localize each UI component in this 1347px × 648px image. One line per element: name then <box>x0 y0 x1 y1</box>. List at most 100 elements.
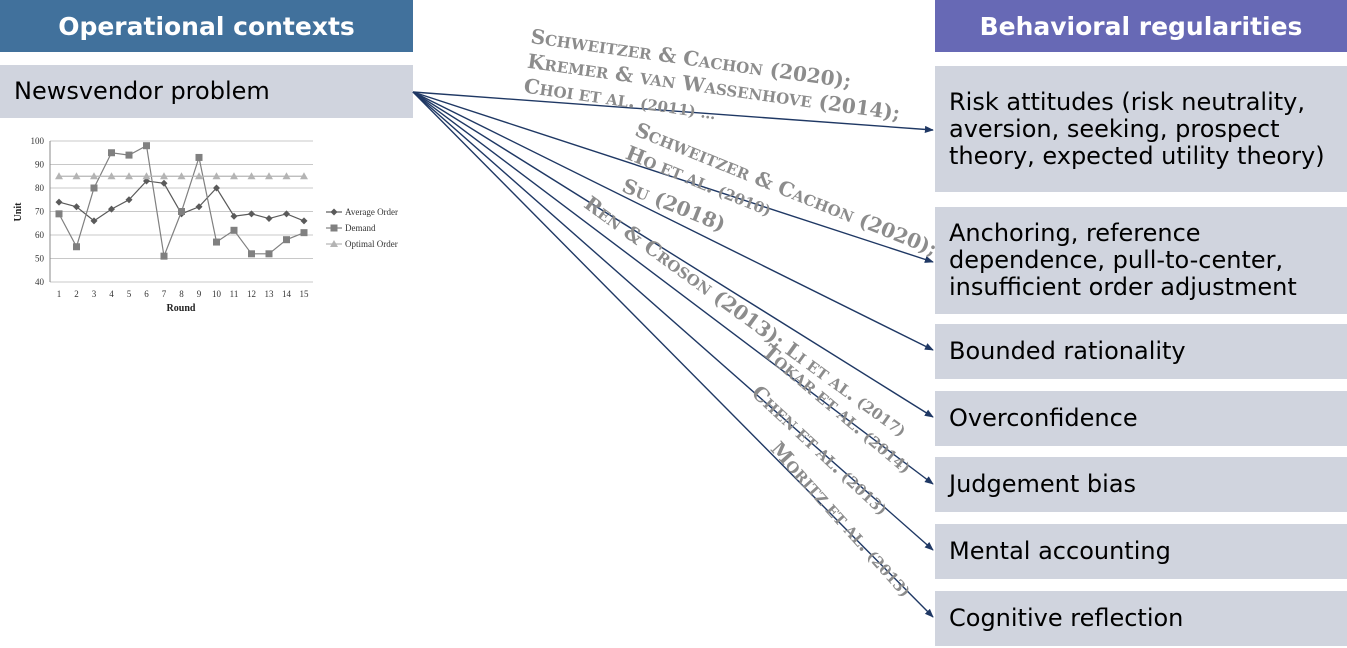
legend-label: Optimal Order <box>345 239 398 249</box>
data-point <box>160 179 168 187</box>
data-point <box>107 172 116 180</box>
x-tick-label: 10 <box>212 289 222 299</box>
citation-segment: (2014); <box>810 89 901 125</box>
regularity-label: Mental accounting <box>949 537 1171 565</box>
data-point <box>282 172 291 180</box>
data-point <box>55 210 63 218</box>
y-tick-label: 80 <box>35 183 45 193</box>
x-tick-label: 3 <box>92 289 97 299</box>
data-point <box>72 172 81 180</box>
regularity-label: Overconfidence <box>949 404 1138 432</box>
citation-segment: (2014) <box>855 424 913 477</box>
citation-segment: REMER <box>543 56 610 83</box>
data-point <box>55 172 63 180</box>
data-point <box>265 215 273 223</box>
citation-arrow <box>412 91 934 551</box>
citation-arrow <box>412 91 934 263</box>
data-point <box>300 229 308 237</box>
data-point <box>195 153 203 161</box>
data-point <box>125 196 133 204</box>
data-point <box>177 172 186 180</box>
citation-arrow <box>412 91 934 485</box>
x-tick-label: 6 <box>144 289 149 299</box>
data-point <box>247 172 256 180</box>
operational-contexts-header: Operational contexts <box>0 0 413 52</box>
citation-arrow <box>412 91 934 418</box>
data-point <box>160 172 168 180</box>
x-tick-label: 9 <box>197 289 202 299</box>
regularity-label: Judgement bias <box>949 470 1137 498</box>
citation-segment: U <box>633 183 652 205</box>
y-tick-label: 60 <box>35 230 45 240</box>
citation-segment: . <box>627 88 637 113</box>
citation-arrow <box>412 91 934 351</box>
regularity-box-overconfidence: Overconfidence <box>935 391 1347 446</box>
citation-segment: VAN <box>638 69 677 92</box>
data-point <box>125 172 133 180</box>
regularity-box-anchoring: Anchoring, reference dependence, pull-to… <box>935 207 1347 314</box>
data-point <box>73 203 80 211</box>
citation-text: SCHWEITZER & CACHON (2020); <box>632 117 941 260</box>
citation-segment: ACHON <box>789 185 857 226</box>
data-point <box>212 172 221 180</box>
x-tick-label: 5 <box>127 289 132 299</box>
citation-segment: & <box>607 60 642 88</box>
y-tick-label: 40 <box>35 277 45 287</box>
data-point <box>195 172 203 180</box>
data-point <box>283 236 290 244</box>
x-tick-label: 7 <box>162 289 167 299</box>
legend-marker <box>330 224 338 232</box>
data-point <box>142 172 151 180</box>
data-point <box>300 172 308 180</box>
x-tick-label: 12 <box>247 289 256 299</box>
x-tick-label: 8 <box>179 289 184 299</box>
legend-marker <box>330 208 338 216</box>
data-point <box>265 250 273 258</box>
x-axis-label: Round <box>167 303 196 314</box>
x-tick-label: 13 <box>265 289 275 299</box>
data-point <box>178 208 185 215</box>
y-tick-label: 100 <box>31 136 45 146</box>
citation-segment: K <box>526 49 547 75</box>
y-axis-label: Unit <box>13 202 24 222</box>
regularity-label: Risk attitudes (risk neutrality, aversio… <box>949 87 1325 170</box>
data-point <box>90 217 98 225</box>
y-tick-label: 50 <box>35 254 45 264</box>
legend-label: Demand <box>345 223 376 233</box>
citation-label: SCHWEITZER & CACHON (2020);KREMER & VAN … <box>522 24 901 125</box>
citation-segment: ACHON <box>697 52 765 79</box>
data-point <box>90 184 98 192</box>
citation-segment: S <box>529 24 547 50</box>
regularity-box-bounded-rationality: Bounded rationality <box>935 324 1347 379</box>
x-tick-label: 2 <box>74 289 79 299</box>
y-tick-label: 70 <box>35 207 45 217</box>
citation-segment: & C <box>650 41 701 71</box>
data-point <box>160 252 168 260</box>
citation-arrow <box>412 91 934 134</box>
data-point <box>213 184 220 192</box>
regularity-box-mental-accounting: Mental accounting <box>935 524 1347 579</box>
citation-segment: HOI ET AL <box>538 81 630 111</box>
regularity-box-risk-attitudes: Risk attitudes (risk neutrality, aversio… <box>935 66 1347 192</box>
data-point <box>108 205 115 213</box>
data-point <box>90 172 98 180</box>
regularity-label: Bounded rationality <box>949 337 1186 365</box>
data-point <box>283 210 290 218</box>
citation-segment: (2020); <box>761 57 852 93</box>
data-point <box>213 238 220 246</box>
data-point <box>265 172 273 180</box>
data-point <box>230 212 238 220</box>
legend-label: Average Order <box>345 207 398 217</box>
newsvendor-problem-box: Newsvendor problem <box>0 65 413 118</box>
data-point <box>248 210 255 218</box>
x-tick-label: 4 <box>109 289 114 299</box>
data-point <box>248 250 255 258</box>
x-tick-label: 1 <box>57 289 62 299</box>
behavioral-regularities-header: Behavioral regularities <box>935 0 1347 52</box>
regularity-label: Anchoring, reference dependence, pull-to… <box>949 219 1297 301</box>
regularity-box-cognitive-reflection: Cognitive reflection <box>935 591 1347 646</box>
data-point <box>195 203 203 211</box>
legend-marker <box>330 240 338 247</box>
citation-arrow <box>412 91 934 618</box>
